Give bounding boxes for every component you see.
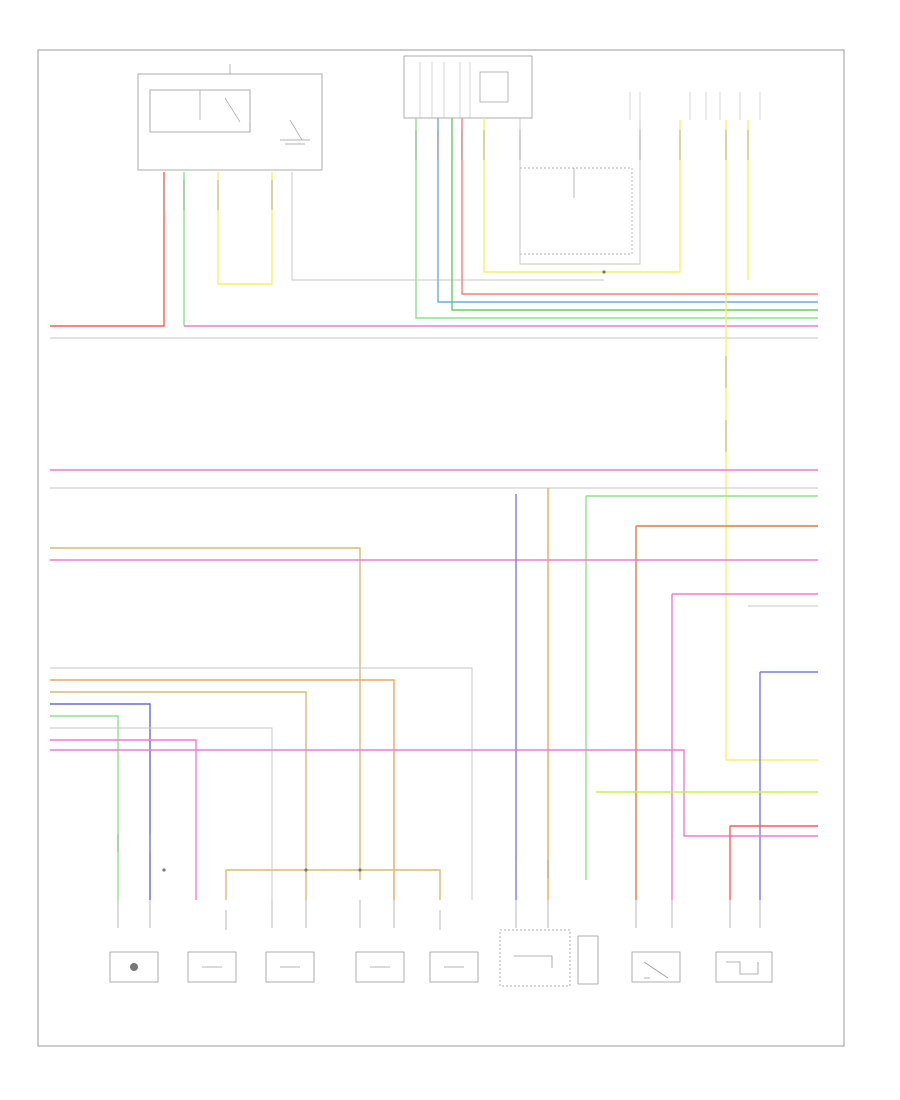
splice-points bbox=[162, 270, 606, 872]
top-left-module bbox=[137, 64, 323, 171]
bottom-component-4 bbox=[355, 951, 405, 983]
connector-marks bbox=[117, 130, 761, 930]
bottom-component-2 bbox=[187, 951, 237, 983]
lower-left-bundle bbox=[50, 667, 818, 900]
bottom-component-7 bbox=[577, 935, 599, 985]
bottom-component-3 bbox=[265, 951, 315, 983]
top-wires bbox=[50, 118, 818, 761]
bottom-component-1 bbox=[109, 951, 159, 983]
bottom-component-8 bbox=[631, 951, 681, 983]
bottom-components bbox=[109, 929, 773, 987]
bottom-component-9 bbox=[715, 951, 773, 983]
bottom-component-6 bbox=[499, 929, 571, 987]
diagram-border bbox=[37, 49, 845, 1047]
top-center-module bbox=[403, 55, 761, 255]
bottom-component-5 bbox=[429, 951, 479, 983]
middle-harness bbox=[50, 469, 818, 900]
